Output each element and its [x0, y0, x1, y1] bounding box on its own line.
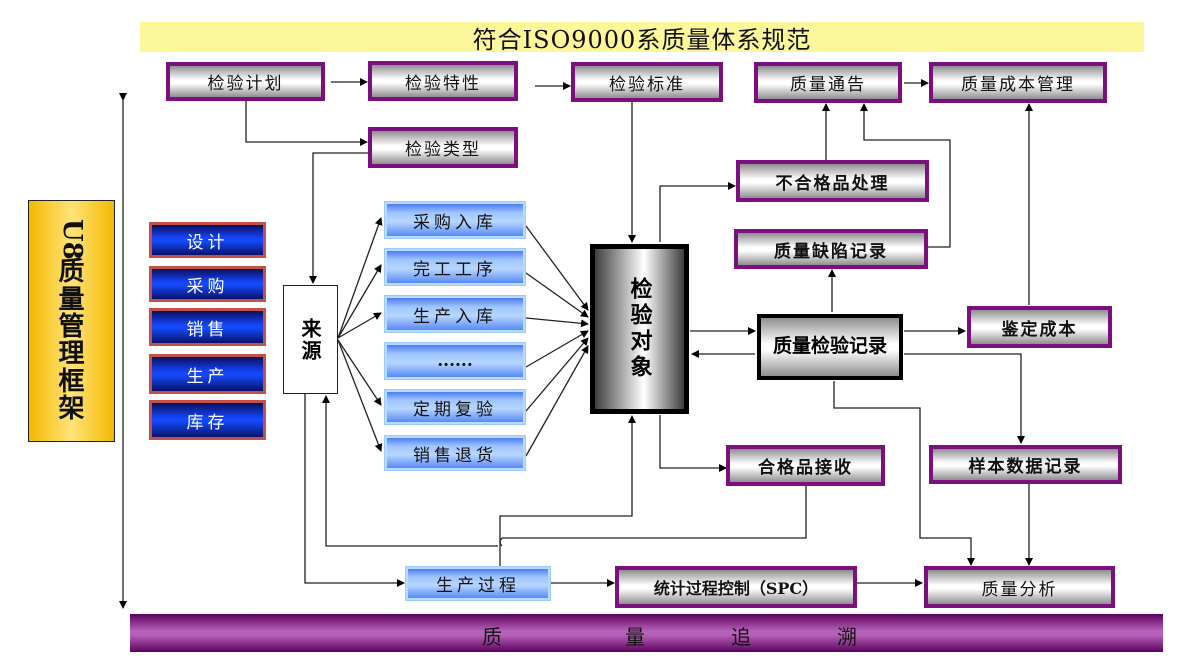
- inspection-object-label: 检验对象: [626, 277, 653, 381]
- quality-traceability-bar[interactable]: 质 量 追 溯: [130, 614, 1163, 652]
- inspection-object-box[interactable]: 检验对象: [590, 244, 689, 414]
- source-item-purchase-receipt[interactable]: 采购入库: [384, 201, 526, 239]
- spc-box[interactable]: 统计过程控制（SPC）: [615, 566, 857, 608]
- source-item-more[interactable]: ......: [384, 342, 526, 380]
- iso-title-banner: 符合ISO9000系质量体系规范: [140, 22, 1144, 54]
- arrow-plan-to-type: [245, 100, 368, 146]
- module-inventory[interactable]: 库存: [149, 400, 266, 440]
- quality-analysis-box[interactable]: 质量分析: [924, 566, 1115, 608]
- inspection-characteristic-box[interactable]: 检验特性: [368, 61, 518, 101]
- framework-label-char: 架: [58, 393, 85, 424]
- framework-label-char: 量: [58, 284, 85, 315]
- framework-label-latin: U8: [57, 218, 88, 260]
- arrow-object-to-nonconforming: [659, 182, 736, 242]
- module-design[interactable]: 设计: [149, 222, 266, 258]
- quality-notice-box[interactable]: 质量通告: [754, 62, 902, 103]
- trace-char-1: 质: [482, 625, 502, 649]
- trace-char-3: 追: [731, 625, 751, 649]
- source-box[interactable]: 来源: [283, 285, 338, 394]
- module-sales[interactable]: 销售: [149, 308, 266, 346]
- source-item-completed-process[interactable]: 完工工序: [384, 248, 526, 286]
- qualified-receipt-box[interactable]: 合格品接收: [726, 445, 885, 486]
- trace-char-4: 溯: [837, 625, 857, 649]
- trace-char-2: 量: [625, 625, 645, 649]
- inspection-type-box[interactable]: 检验类型: [368, 127, 518, 168]
- arrow-defect-to-notice: [860, 103, 951, 248]
- module-production[interactable]: 生产: [149, 354, 266, 394]
- framework-label-char: 理: [58, 339, 85, 370]
- sample-data-record-box[interactable]: 样本数据记录: [929, 445, 1122, 484]
- production-process-box[interactable]: 生产过程: [405, 566, 551, 601]
- inspection-standard-box[interactable]: 检验标准: [571, 62, 723, 102]
- framework-label-char: 框: [58, 366, 85, 397]
- quality-cost-management-box[interactable]: 质量成本管理: [929, 62, 1107, 103]
- source-item-production-receipt[interactable]: 生产入库: [384, 295, 526, 333]
- inspection-plan-box[interactable]: 检验计划: [166, 62, 325, 101]
- module-purchase[interactable]: 采购: [149, 266, 266, 302]
- source-item-periodic-recheck[interactable]: 定期复验: [384, 389, 526, 425]
- inspection-record-box[interactable]: 质量检验记录: [757, 314, 903, 380]
- source-item-sales-return[interactable]: 销售退货: [384, 435, 526, 471]
- framework-label-char: 管: [58, 312, 85, 343]
- defect-record-box[interactable]: 质量缺陷记录: [734, 229, 928, 269]
- framework-label-char: 质: [58, 257, 85, 288]
- nonconforming-handling-box[interactable]: 不合格品处理: [736, 160, 929, 202]
- arrow-type-to-source: [309, 152, 370, 284]
- appraisal-cost-box[interactable]: 鉴定成本: [967, 306, 1112, 348]
